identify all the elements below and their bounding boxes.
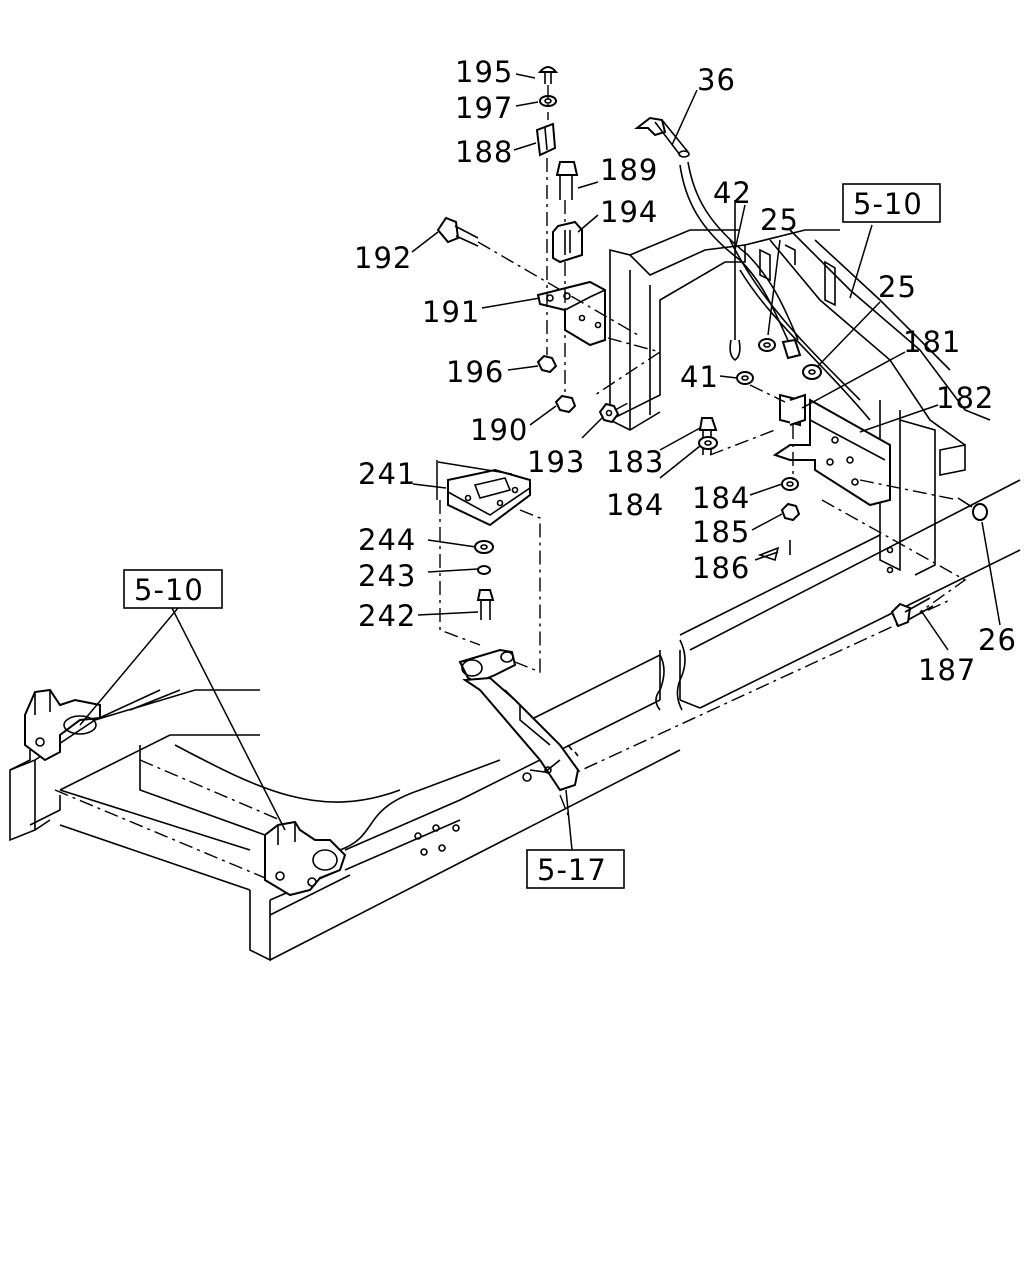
clip-194 xyxy=(552,220,583,264)
callout-196: 196 xyxy=(446,355,504,389)
washer-244 xyxy=(474,540,494,554)
hinge-assembly-181-182 xyxy=(772,393,891,507)
callout-197: 197 xyxy=(455,91,513,125)
bolt-26 xyxy=(957,497,988,521)
left-cab-mount-rear xyxy=(264,820,347,897)
callout-242: 242 xyxy=(358,599,416,633)
callout-187: 187 xyxy=(918,653,976,687)
bolt-192 xyxy=(436,216,479,247)
callout-186: 186 xyxy=(692,551,750,585)
reference-label-5-17: 5-17 xyxy=(537,853,607,887)
bolt-187 xyxy=(890,597,934,628)
cable-42 xyxy=(729,200,741,361)
clip-188 xyxy=(535,122,557,157)
callout-36: 36 xyxy=(697,63,736,97)
nut-185 xyxy=(780,502,801,522)
callout-42: 42 xyxy=(713,176,752,210)
grab-rod-36 xyxy=(634,116,802,360)
callout-191: 191 xyxy=(422,295,480,329)
callout-195: 195 xyxy=(455,55,513,89)
callout-190: 190 xyxy=(470,413,528,447)
nut-196 xyxy=(536,354,558,374)
washers-25 xyxy=(758,338,822,380)
lock-washer-243 xyxy=(477,565,491,575)
callout-243: 243 xyxy=(358,559,416,593)
reference-label-5-10-top: 5-10 xyxy=(853,187,923,221)
bracket-191 xyxy=(536,280,606,347)
lever-link-assembly xyxy=(458,648,580,792)
bolt-195 xyxy=(537,66,559,84)
callout-25-left: 25 xyxy=(760,203,799,237)
callout-184-right: 184 xyxy=(692,481,750,515)
callout-181: 181 xyxy=(903,325,961,359)
callout-194: 194 xyxy=(600,195,658,229)
leader-lines xyxy=(79,73,1001,851)
reference-label-5-10-left: 5-10 xyxy=(134,573,204,607)
plate-241 xyxy=(447,468,531,527)
callout-241: 241 xyxy=(358,457,416,491)
washer-184-upper xyxy=(698,436,718,450)
callout-189: 189 xyxy=(600,153,658,187)
callout-192: 192 xyxy=(354,241,412,275)
nut-190 xyxy=(554,394,577,414)
callout-26: 26 xyxy=(978,623,1017,657)
bolt-189 xyxy=(555,161,579,200)
washer-41 xyxy=(736,371,754,385)
reference-box-left: 5-10 xyxy=(123,569,223,609)
nut-193 xyxy=(598,402,620,424)
callout-labels: 195 197 188 189 194 192 191 196 190 193 … xyxy=(354,55,1017,687)
callout-184-left: 184 xyxy=(606,488,664,522)
washer-184-lower xyxy=(781,477,799,491)
assembly-centerlines xyxy=(439,85,967,821)
bolt-242 xyxy=(476,589,495,620)
callout-25-right: 25 xyxy=(878,270,917,304)
callout-183: 183 xyxy=(606,445,664,479)
reference-box-top-right: 5-10 xyxy=(842,183,941,223)
callout-182: 182 xyxy=(936,381,994,415)
reference-box-bottom: 5-17 xyxy=(526,849,625,889)
cotter-pin-186 xyxy=(757,540,791,562)
callout-188: 188 xyxy=(455,135,513,169)
callout-244: 244 xyxy=(358,523,416,557)
callout-185: 185 xyxy=(692,515,750,549)
callout-193: 193 xyxy=(527,445,585,479)
left-cab-mount-front xyxy=(24,688,101,762)
callout-41: 41 xyxy=(680,360,719,394)
